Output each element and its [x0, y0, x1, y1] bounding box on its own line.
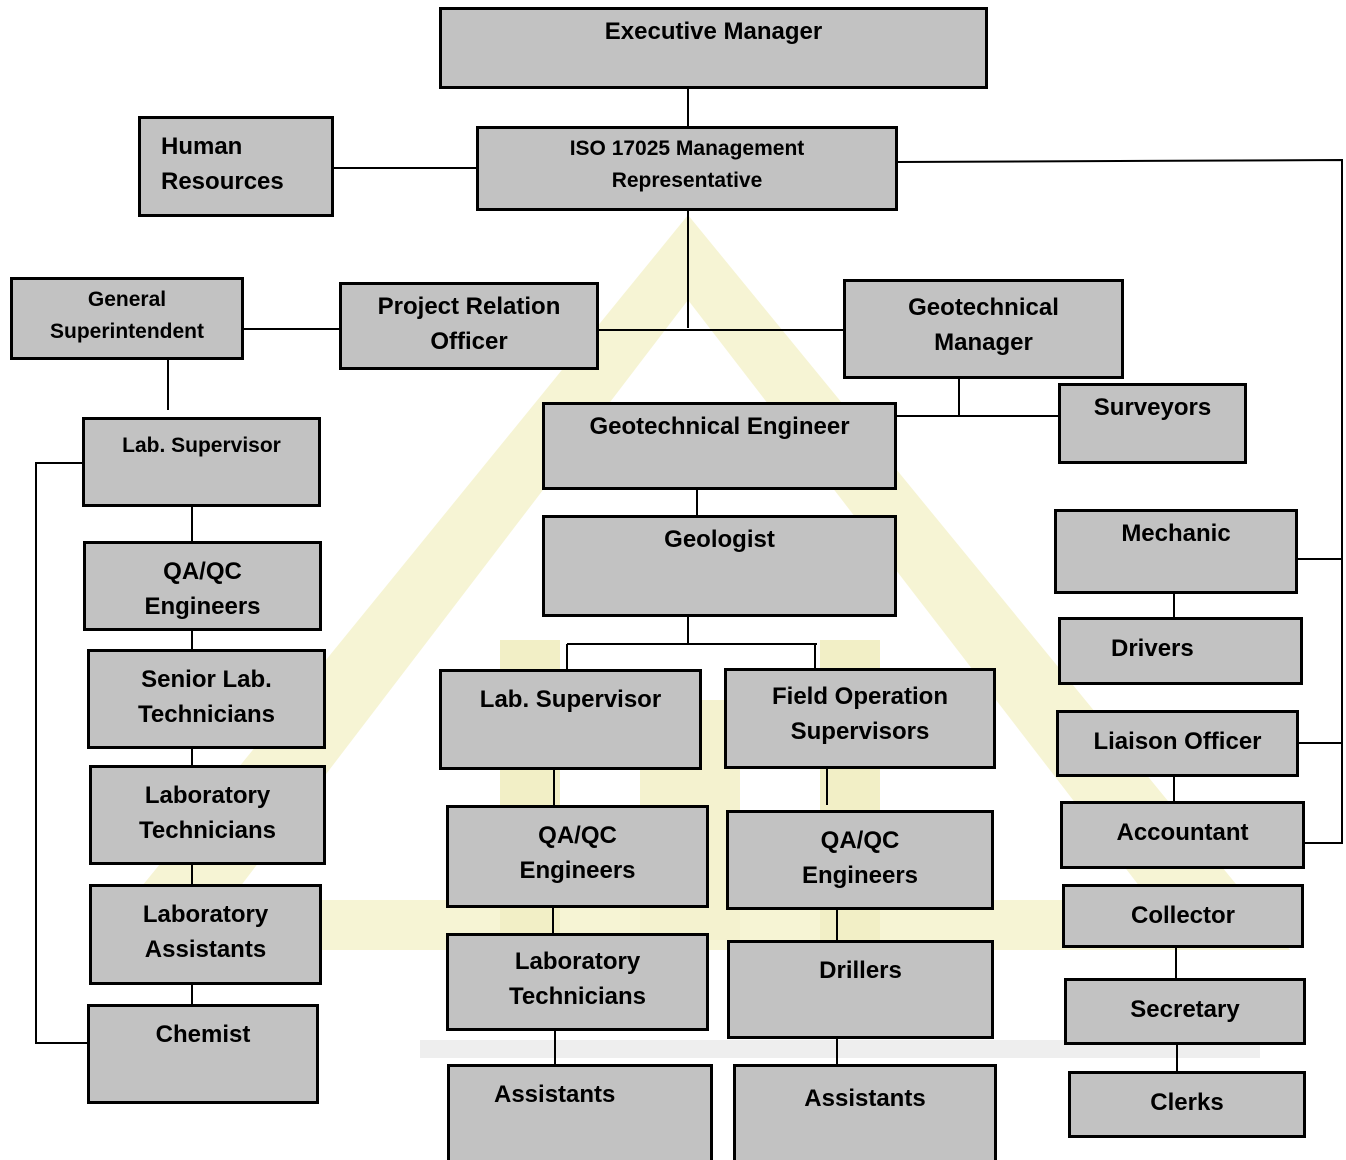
lab-technicians-center-box: Laboratory Technicians — [446, 933, 709, 1031]
qaqc-field-box: QA/QC Engineers — [726, 810, 994, 910]
qaqc-field-line1: QA/QC — [820, 827, 900, 854]
qaqc-center-line2: Engineers — [519, 857, 636, 884]
mechanic-label: Mechanic — [1121, 520, 1231, 547]
qaqc-left-line1: QA/QC — [163, 558, 242, 585]
lab-assistants-left-line1: Laboratory — [142, 901, 269, 928]
project-relation-officer-box: Project Relation Officer — [339, 282, 599, 370]
project-relation-officer-line1: Project Relation — [377, 293, 561, 320]
accountant-label: Accountant — [1116, 819, 1249, 846]
project-relation-officer-line2: Officer — [430, 328, 508, 355]
field-operation-supervisors-line2: Supervisors — [790, 718, 930, 745]
geologist-label: Geologist — [664, 526, 775, 553]
lab-supervisor-center-box: Lab. Supervisor — [439, 669, 702, 770]
geotechnical-manager-box: Geotechnical Manager — [843, 279, 1124, 379]
general-superintendent-box: General Superintendent — [10, 277, 244, 360]
lab-technicians-center-line1: Laboratory — [514, 948, 641, 975]
human-resources-box: Human Resources — [138, 116, 334, 217]
geotechnical-manager-line2: Manager — [934, 329, 1033, 356]
iso-rep-box: ISO 17025 Management Representative — [476, 126, 898, 211]
geotechnical-engineer-label: Geotechnical Engineer — [589, 413, 850, 440]
general-superintendent-line2: Superintendent — [49, 320, 204, 343]
senior-lab-technicians-line1: Senior Lab. — [141, 666, 272, 693]
lab-technicians-center-line2: Technicians — [509, 983, 646, 1010]
lab-assistants-left-line2: Assistants — [144, 936, 267, 963]
lab-supervisor-center-label: Lab. Supervisor — [479, 686, 662, 713]
liaison-officer-box: Liaison Officer — [1056, 710, 1299, 777]
executive-manager-label: Executive Manager — [604, 18, 823, 45]
chemist-box: Chemist — [87, 1004, 319, 1104]
iso-rep-label-line2: Representative — [611, 169, 763, 192]
geotechnical-engineer-box: Geotechnical Engineer — [542, 402, 897, 490]
assistants-center-label: Assistants — [494, 1081, 616, 1108]
qaqc-left-line2: Engineers — [144, 593, 261, 620]
general-superintendent-line1: General — [87, 288, 167, 311]
assistants-field-label: Assistants — [804, 1085, 926, 1112]
human-resources-line2: Resources — [161, 168, 284, 195]
clerks-label: Clerks — [1150, 1089, 1224, 1116]
lab-supervisor-left-label: Lab. Supervisor — [122, 434, 281, 457]
human-resources-line1: Human — [161, 133, 243, 160]
lab-assistants-left-box: Laboratory Assistants — [89, 884, 322, 985]
qaqc-field-line2: Engineers — [801, 862, 919, 889]
secretary-box: Secretary — [1064, 978, 1306, 1045]
assistants-center-box: Assistants — [447, 1064, 713, 1160]
field-operation-supervisors-box: Field Operation Supervisors — [724, 668, 996, 769]
field-operation-supervisors-line1: Field Operation — [771, 683, 948, 710]
executive-manager-box: Executive Manager — [439, 7, 988, 89]
drillers-label: Drillers — [819, 957, 902, 984]
surveyors-box: Surveyors — [1058, 383, 1247, 464]
accountant-box: Accountant — [1060, 801, 1305, 869]
geologist-box: Geologist — [542, 515, 897, 617]
geotechnical-manager-line1: Geotechnical — [908, 294, 1059, 321]
chemist-label: Chemist — [155, 1021, 251, 1048]
lab-technicians-left-line1: Laboratory — [144, 782, 271, 809]
collector-box: Collector — [1062, 884, 1304, 948]
assistants-field-box: Assistants — [733, 1064, 997, 1160]
clerks-box: Clerks — [1068, 1071, 1306, 1138]
senior-lab-technicians-box: Senior Lab. Technicians — [87, 649, 326, 749]
liaison-officer-label: Liaison Officer — [1093, 728, 1262, 755]
mechanic-box: Mechanic — [1054, 509, 1298, 594]
secretary-label: Secretary — [1130, 996, 1240, 1023]
lab-technicians-left-line2: Technicians — [139, 817, 276, 844]
lab-supervisor-left-box: Lab. Supervisor — [82, 417, 321, 507]
lab-technicians-left-box: Laboratory Technicians — [89, 765, 326, 865]
drillers-box: Drillers — [727, 940, 994, 1039]
collector-label: Collector — [1130, 902, 1235, 929]
qaqc-center-line1: QA/QC — [538, 822, 617, 849]
qaqc-left-box: QA/QC Engineers — [83, 541, 322, 631]
senior-lab-technicians-line2: Technicians — [138, 701, 275, 728]
drivers-box: Drivers — [1058, 617, 1303, 685]
qaqc-center-box: QA/QC Engineers — [446, 805, 709, 908]
iso-rep-label-line1: ISO 17025 Management — [569, 137, 805, 160]
drivers-label: Drivers — [1111, 635, 1194, 662]
surveyors-label: Surveyors — [1093, 394, 1212, 421]
